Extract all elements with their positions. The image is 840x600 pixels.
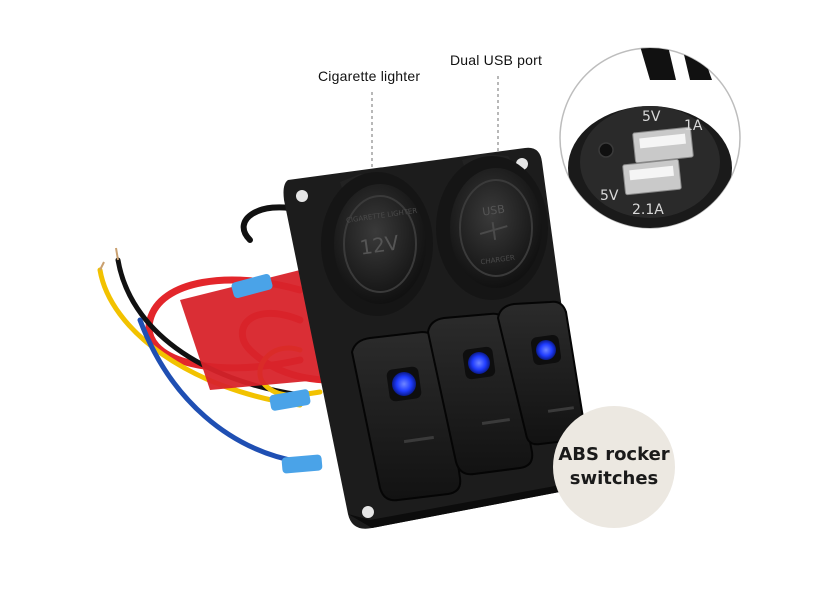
usb-logo-icon <box>479 221 508 241</box>
abs-rocker-switches-badge: ABS rocker switches <box>553 406 675 528</box>
fuse-holder <box>180 270 330 390</box>
connector-1 <box>231 273 273 299</box>
led-icon-3 <box>536 340 556 360</box>
panel-edge <box>348 484 570 528</box>
badge-line-2: switches <box>569 468 659 489</box>
yellow-wire <box>97 267 303 408</box>
port1-amps-text: 1A <box>684 118 703 134</box>
usb-closeup-inset: 5V 1A 5V 2.1A <box>559 47 741 229</box>
badge-line-1: ABS rocker <box>558 444 670 465</box>
mount-hole-bl <box>362 506 374 518</box>
cigarette-lighter-callout: Cigarette lighter <box>318 68 421 84</box>
wire-tip-2 <box>115 247 119 261</box>
inset-indicator-dot <box>598 142 614 158</box>
dual-usb-port-callout: Dual USB port <box>450 52 543 68</box>
usb-socket: USB CHARGER <box>436 154 548 300</box>
blue-wire <box>137 317 303 465</box>
rocker-2-line <box>481 418 511 425</box>
cigarette-lighter-socket: 12V CIGARETTE LIGHTER <box>321 172 433 316</box>
rocker-switch-1[interactable] <box>350 330 462 502</box>
connector-3 <box>281 454 323 474</box>
connector-2 <box>269 389 311 411</box>
port1-volts-text: 5V <box>642 109 661 125</box>
usb-cap-text: USB <box>481 203 505 219</box>
rocker-1-line <box>403 435 434 444</box>
black-wire <box>115 257 303 398</box>
led-icon-2 <box>468 352 490 374</box>
wire-tip-1 <box>99 261 105 271</box>
rocker-3-line <box>547 406 575 413</box>
port2-volts-text: 5V <box>600 188 619 204</box>
mount-hole-tl <box>296 190 308 202</box>
lighter-12v-text: 12V <box>358 230 400 259</box>
port2-amps-text: 2.1A <box>632 202 664 218</box>
led-icon-1 <box>392 372 416 396</box>
